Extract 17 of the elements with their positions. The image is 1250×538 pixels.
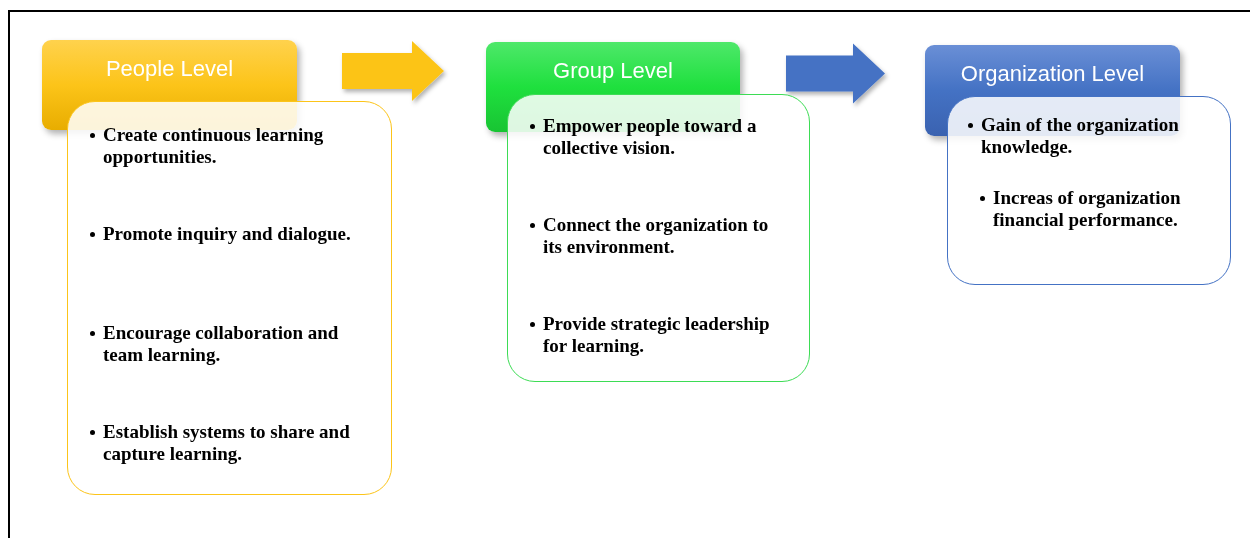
- header-title: People Level: [104, 56, 235, 82]
- bullet-item: Establish systems to share and capture learning.: [103, 421, 351, 465]
- bullet-item: Create continuous learning opportunities.: [103, 124, 325, 168]
- bullet-list-card: [947, 96, 1231, 285]
- header-title: Group Level: [552, 58, 674, 84]
- bullet-item: Encourage collaboration and team learning.: [103, 322, 340, 366]
- bullet-item: Connect the organization to its environment.: [543, 214, 770, 258]
- bullet-list-card: [507, 94, 810, 382]
- header-title: Organization Level: [959, 61, 1146, 87]
- block-arrow: [342, 41, 444, 101]
- bullet-item: Gain of the organization knowledge.: [981, 114, 1180, 158]
- block-arrow: [786, 43, 885, 104]
- bullet-item: Increas of organization financial performance.: [993, 187, 1182, 231]
- bullet-item: Empower people toward a collective vision.: [543, 115, 758, 159]
- bullet-item: Promote inquiry and dialogue.: [103, 223, 352, 245]
- bullet-list-card: [67, 101, 392, 495]
- bullet-item: Provide strategic leadership for learning.: [543, 313, 771, 357]
